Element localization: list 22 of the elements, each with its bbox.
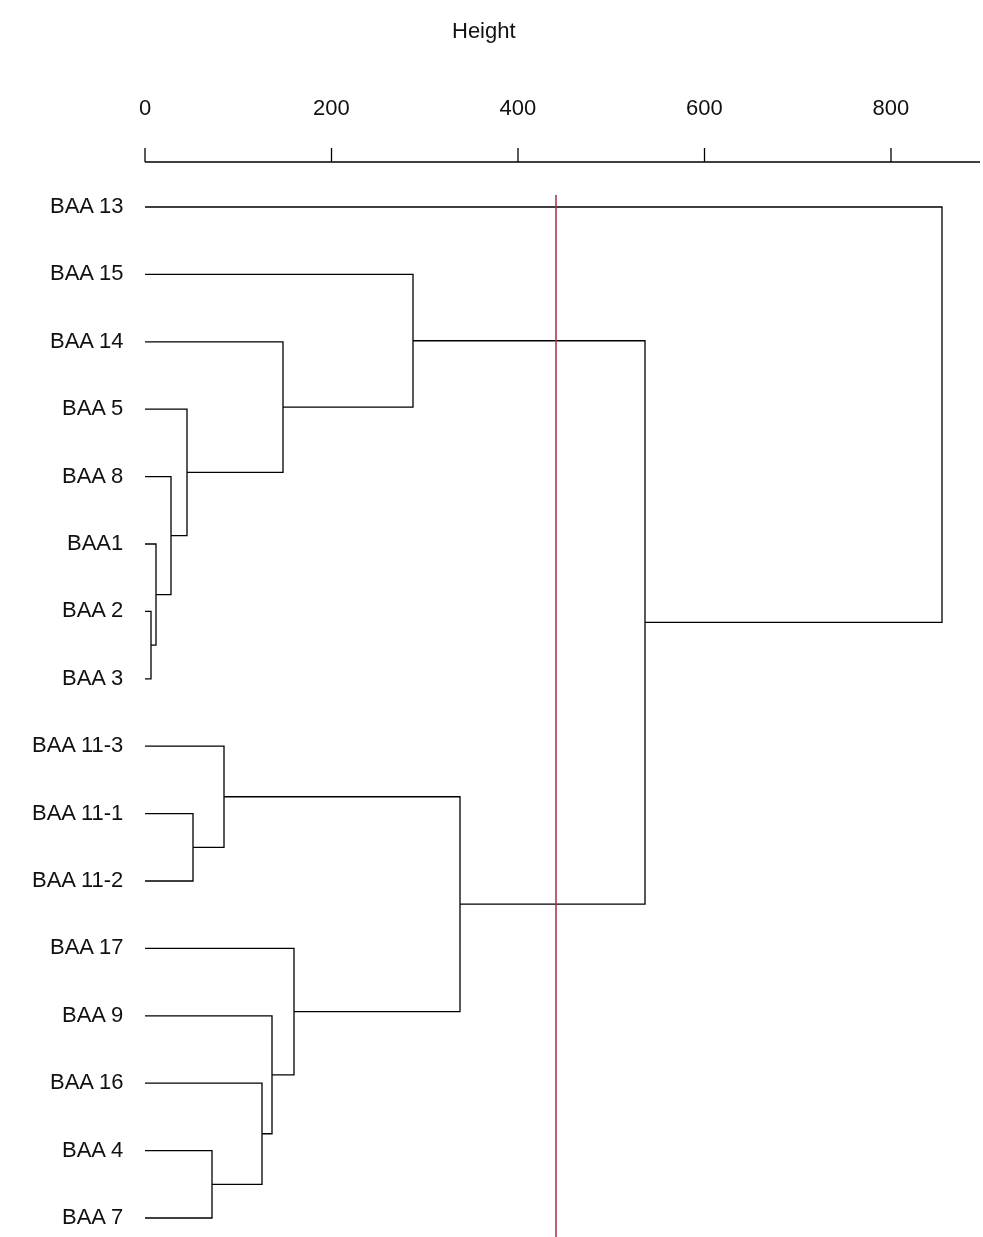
leaf-label: BAA 3 (62, 664, 124, 691)
tick-label: 400 (499, 95, 537, 121)
leaf-label: BAA 13 (50, 193, 124, 219)
leaf-label: BAA 7 (62, 1204, 124, 1230)
tick-label: 600 (686, 95, 723, 121)
tick-label: 0 (139, 95, 152, 121)
leaf-label: BAA 8 (62, 462, 124, 489)
leaf-label: BAA 15 (50, 260, 124, 287)
axis-title: Height (452, 18, 516, 44)
leaf-label: BAA1 (67, 530, 124, 556)
leaf-label: BAA 14 (50, 327, 124, 354)
tick-label: 800 (872, 95, 910, 121)
leaf-label: BAA 5 (62, 395, 124, 422)
leaf-label: BAA 11-1 (32, 799, 124, 826)
leaf-label: BAA 16 (50, 1069, 124, 1096)
tick-label: 200 (313, 95, 350, 121)
leaf-label: BAA 11-2 (32, 867, 124, 893)
leaf-label: BAA 4 (62, 1136, 124, 1163)
leaf-label: BAA 17 (50, 934, 124, 961)
leaf-label: BAA 2 (62, 597, 124, 624)
leaf-label: BAA 11-3 (32, 732, 124, 759)
leaf-label: BAA 9 (62, 1001, 124, 1028)
